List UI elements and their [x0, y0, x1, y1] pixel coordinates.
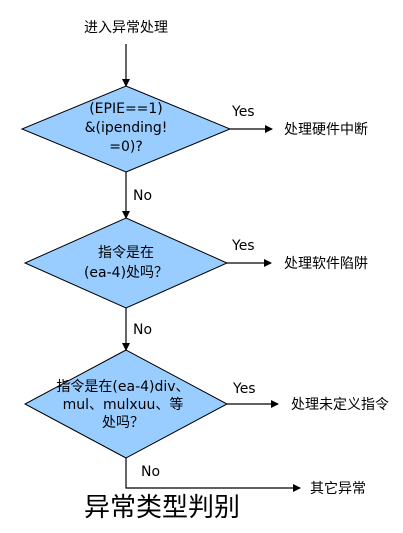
- decision-2-no-label: No: [133, 322, 152, 338]
- decision-2-yes-label: Yes: [231, 238, 255, 254]
- decision-3-no-label: No: [141, 464, 160, 480]
- decision-1-no-label: No: [133, 188, 152, 204]
- final-target: 其它异常: [310, 480, 366, 497]
- edge-d3-no: [125, 458, 301, 492]
- decision-1-yes-target: 处理硬件中断: [284, 122, 368, 138]
- diagram-caption: 异常类型判别: [84, 493, 240, 523]
- decision-2-yes-target: 处理软件陷阱: [284, 256, 368, 272]
- decision-1-line-2: &(ipending!: [85, 120, 168, 136]
- start-label: 进入异常处理: [84, 20, 168, 36]
- decision-3-yes-target: 处理未定义指令: [291, 397, 389, 413]
- decision-1-line-1: (EPIE==1): [89, 101, 163, 117]
- decision-1-line-3: =0)?: [109, 139, 143, 155]
- decision-2-line-2: (ea-4)处吗？: [84, 265, 168, 281]
- decision-2-diamond: [23, 217, 229, 309]
- decision-3-line-3: 处吗？: [102, 415, 144, 431]
- decision-3-line-1: 指令是在(ea-4)div、: [56, 379, 189, 395]
- decision-1-yes-label: Yes: [231, 104, 255, 120]
- decision-2-line-1: 指令是在: [98, 245, 154, 261]
- decision-3-yes-label: Yes: [232, 381, 256, 397]
- decision-3-line-2: mul、mulxuu、等: [63, 396, 184, 413]
